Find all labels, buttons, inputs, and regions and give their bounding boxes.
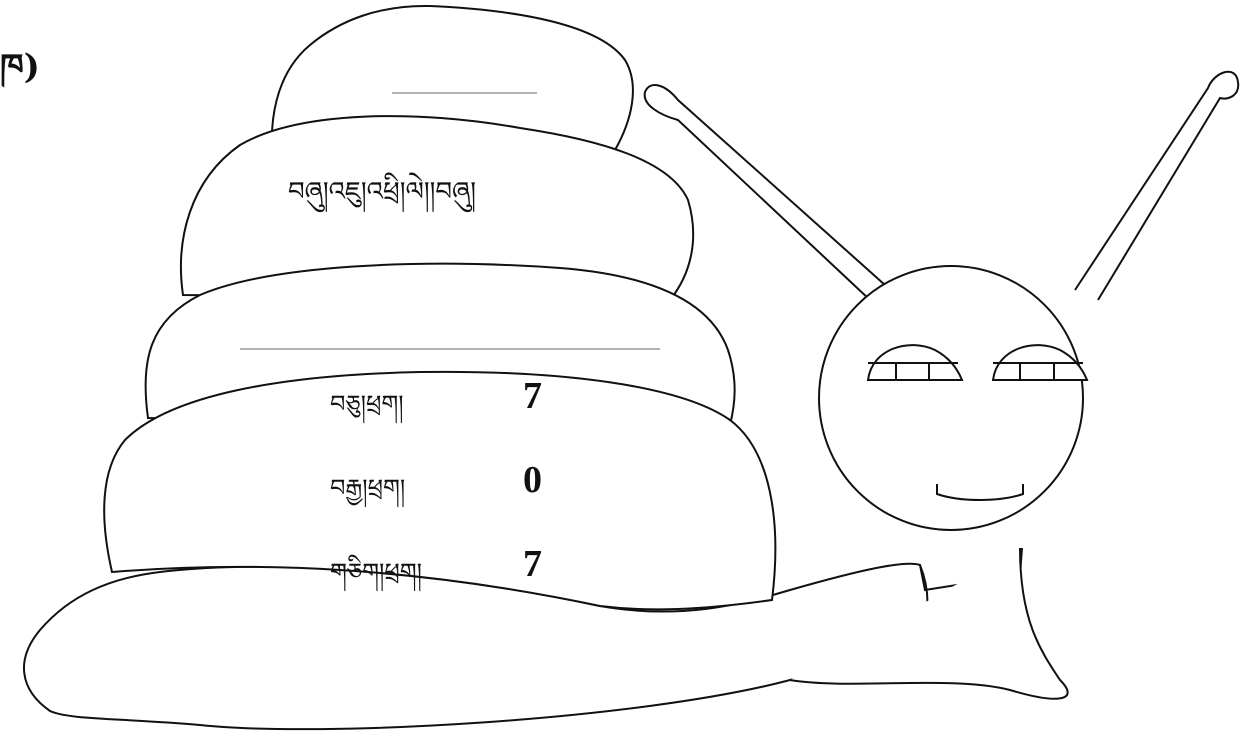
shell-label-row3-value: 0 <box>523 459 542 501</box>
shell-label-row4-word: གཅིག།ཕྲག། <box>330 554 422 592</box>
left-antenna <box>643 84 886 301</box>
shell-lobe-top <box>270 4 634 154</box>
snail-mouth <box>936 484 1024 501</box>
snail-neck-front <box>789 547 1069 700</box>
right-antenna <box>1074 70 1240 301</box>
right-eye <box>991 344 1089 381</box>
shell-lobe-second <box>180 115 695 302</box>
snail-body <box>23 562 929 731</box>
shell-label-row4-value: 7 <box>523 543 542 585</box>
left-eye <box>866 344 964 381</box>
shell-label-row2-value: 7 <box>523 375 542 417</box>
snail-head <box>818 265 1084 531</box>
shell-label-row1: བཞུ།འཇུ།འཕྲི།ལེ།།བཞུ། <box>288 172 476 213</box>
shell-lobe-base <box>103 370 777 611</box>
corner-label: ཁ) <box>0 47 40 88</box>
